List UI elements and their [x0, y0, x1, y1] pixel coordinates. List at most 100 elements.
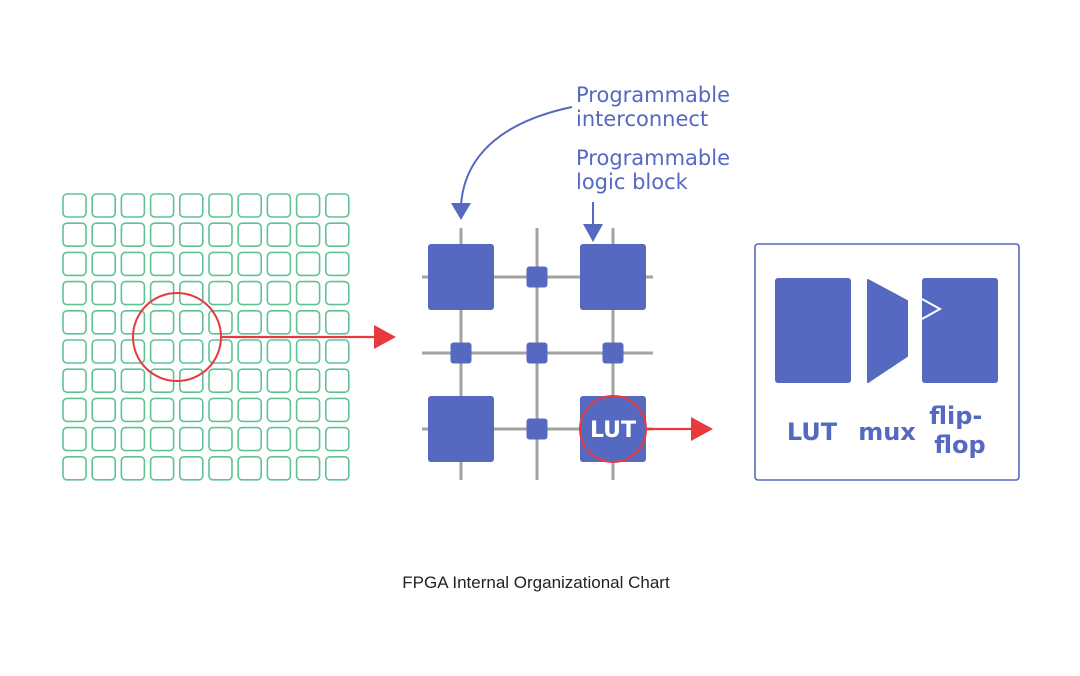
- array-cell: [179, 309, 204, 335]
- array-cell: [179, 455, 204, 481]
- array-cell: [295, 455, 321, 481]
- array-cell: [266, 426, 292, 452]
- array-cell: [120, 193, 146, 218]
- flip-flop-clock-icon: [921, 298, 943, 320]
- array-cell: [62, 426, 87, 452]
- logic-cell-detail: LUT mux flip- flop: [754, 243, 1020, 481]
- array-cell: [120, 455, 146, 481]
- switch-box: [526, 266, 548, 288]
- array-cell: [266, 368, 292, 394]
- array-cell: [149, 397, 175, 423]
- array-cell: [324, 339, 350, 364]
- logic-blocks: [428, 244, 646, 462]
- array-cell: [324, 193, 350, 218]
- array-cell: [120, 397, 146, 423]
- array-highlight-circle: [132, 292, 222, 382]
- array-cell: [237, 193, 262, 218]
- array-cell: [149, 222, 175, 247]
- array-cell: [62, 280, 87, 306]
- array-cell: [120, 368, 146, 394]
- array-cell: [237, 251, 262, 277]
- array-cell: [295, 251, 321, 277]
- array-cell: [91, 397, 116, 423]
- annotation-logic-block-line-1: Programmable: [576, 146, 730, 170]
- array-cell: [237, 222, 262, 247]
- array-cell: [179, 426, 204, 452]
- logic-block: [428, 396, 494, 462]
- array-cell: [266, 193, 292, 218]
- array-cell: [120, 426, 146, 452]
- array-cell: [237, 426, 262, 452]
- array-cell: [62, 339, 87, 364]
- array-cell: [91, 222, 116, 247]
- array-cell: [295, 368, 321, 394]
- array-cell: [295, 397, 321, 423]
- array-cell: [237, 397, 262, 423]
- array-cell: [179, 193, 204, 218]
- array-cell: [266, 397, 292, 423]
- array-cell: [237, 280, 262, 306]
- array-cell: [179, 222, 204, 247]
- flip-flop-component-label: flip- flop: [929, 402, 991, 459]
- annotation-logic-block-line-2: logic block: [576, 170, 689, 194]
- array-cell: [208, 397, 233, 423]
- figure-caption: FPGA Internal Organizational Chart: [402, 573, 670, 592]
- array-cell: [120, 251, 146, 277]
- annotation-interconnect-line-2: interconnect: [576, 107, 708, 131]
- mux-component-label: mux: [858, 418, 916, 446]
- array-cell: [295, 280, 321, 306]
- array-cell: [120, 280, 146, 306]
- logic-block-pointer-head-icon: [583, 224, 603, 242]
- array-cell: [295, 309, 321, 335]
- mux-component: [867, 279, 908, 383]
- array-cell: [208, 426, 233, 452]
- array-cell: [91, 455, 116, 481]
- array-cell: [324, 368, 350, 394]
- switch-box: [526, 418, 548, 440]
- array-cell: [266, 280, 292, 306]
- array-cell: [91, 368, 116, 394]
- array-cell: [295, 426, 321, 452]
- array-cell: [237, 309, 262, 335]
- array-cell: [149, 251, 175, 277]
- fpga-cell-array: [62, 193, 350, 481]
- array-cell: [62, 368, 87, 394]
- lut-component: [775, 278, 851, 383]
- array-cell: [208, 368, 233, 394]
- array-cell: [295, 339, 321, 364]
- array-cell: [62, 222, 87, 247]
- array-cell: [91, 309, 116, 335]
- array-cell: [91, 280, 116, 306]
- array-cell: [266, 309, 292, 335]
- switch-box: [602, 342, 624, 364]
- array-cell: [149, 455, 175, 481]
- array-cell: [324, 309, 350, 335]
- array-cell: [237, 455, 262, 481]
- array-cell: [324, 455, 350, 481]
- array-cell: [149, 193, 175, 218]
- array-cell: [208, 222, 233, 247]
- array-arrow-head-icon: [374, 325, 396, 349]
- array-cell: [91, 251, 116, 277]
- array-cell: [324, 397, 350, 423]
- array-cell: [324, 280, 350, 306]
- array-cell: [208, 251, 233, 277]
- array-cell: [149, 309, 175, 335]
- array-cell: [91, 426, 116, 452]
- lut-block-label: LUT: [590, 418, 636, 443]
- array-cell: [208, 193, 233, 218]
- programmable-fabric: LUT Programmable interconnect Programmab…: [422, 83, 730, 480]
- array-cell: [266, 339, 292, 364]
- switch-box: [450, 342, 472, 364]
- array-cell: [237, 368, 262, 394]
- array-cell: [91, 193, 116, 218]
- switch-box: [526, 342, 548, 364]
- array-cell: [62, 193, 87, 218]
- array-cell: [179, 397, 204, 423]
- switch-boxes: [450, 266, 624, 440]
- array-cell: [208, 280, 233, 306]
- array-cell: [324, 251, 350, 277]
- logic-block: [580, 244, 646, 310]
- array-cell: [91, 339, 116, 364]
